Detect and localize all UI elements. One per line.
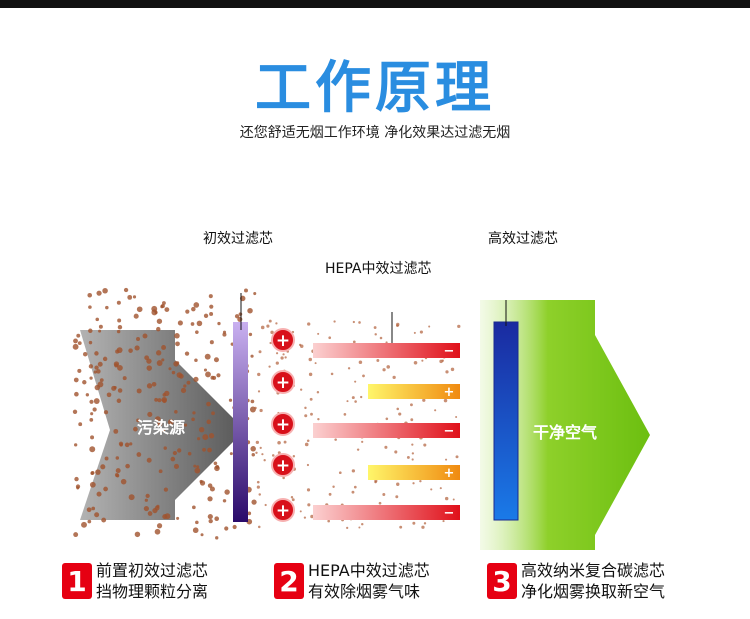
- label-high-filter: 高效过滤芯: [488, 231, 558, 247]
- step-number: 2: [274, 563, 304, 599]
- positive-charge-icon: +: [271, 412, 295, 436]
- charge-sign: −: [444, 506, 455, 521]
- charge-bar-minus: −: [313, 343, 460, 359]
- step-line: 挡物理颗粒分离: [96, 582, 209, 601]
- pollution-arrow: [80, 330, 245, 520]
- charge-sign: +: [444, 466, 455, 481]
- svg-text:+: +: [276, 415, 290, 435]
- label-hepa-filter: HEPA中效过滤芯: [325, 261, 432, 277]
- high-efficiency-filter: [493, 321, 519, 521]
- charge-bar-minus: −: [313, 423, 460, 439]
- positive-charge-icon: +: [271, 498, 295, 522]
- charge-bar-plus: +: [368, 465, 460, 481]
- step-2: 2 HEPA中效过滤芯有效除烟雾气味: [274, 560, 430, 602]
- charge-sign: −: [444, 344, 455, 359]
- step-line: 有效除烟雾气味: [308, 582, 421, 601]
- clean-air-arrow: [480, 300, 650, 550]
- label-clean-air: 干净空气: [533, 423, 598, 442]
- top-bar: [0, 0, 750, 8]
- svg-text:+: +: [276, 331, 290, 351]
- charge-sign: −: [444, 424, 455, 439]
- label-pollution-source: 污染源: [137, 418, 186, 437]
- particles: [72, 287, 461, 540]
- charge-sign: +: [444, 385, 455, 400]
- step-1: 1 前置初效过滤芯挡物理颗粒分离: [62, 560, 208, 602]
- svg-text:+: +: [276, 456, 290, 476]
- positive-charge-icon: +: [271, 328, 295, 352]
- label-primary-filter: 初效过滤芯: [203, 231, 273, 247]
- page-title: 工作原理: [255, 56, 495, 121]
- step-number: 3: [487, 563, 517, 599]
- step-number: 1: [62, 563, 92, 599]
- step-line: HEPA中效过滤芯: [308, 561, 430, 580]
- svg-text:+: +: [276, 373, 290, 393]
- svg-text:+: +: [276, 501, 290, 521]
- charge-bar-plus: +: [368, 384, 460, 400]
- charge-bar-minus: −: [313, 505, 460, 521]
- step-3: 3 高效纳米复合碳滤芯净化烟雾换取新空气: [487, 560, 665, 602]
- positive-charge-icon: +: [271, 370, 295, 394]
- primary-filter: [233, 322, 248, 522]
- step-line: 高效纳米复合碳滤芯: [521, 561, 666, 580]
- page-subtitle: 还您舒适无烟工作环境 净化效果达过滤无烟: [239, 125, 511, 141]
- step-line: 前置初效过滤芯: [96, 561, 209, 580]
- step-line: 净化烟雾换取新空气: [521, 582, 666, 601]
- positive-charge-icon: +: [271, 453, 295, 477]
